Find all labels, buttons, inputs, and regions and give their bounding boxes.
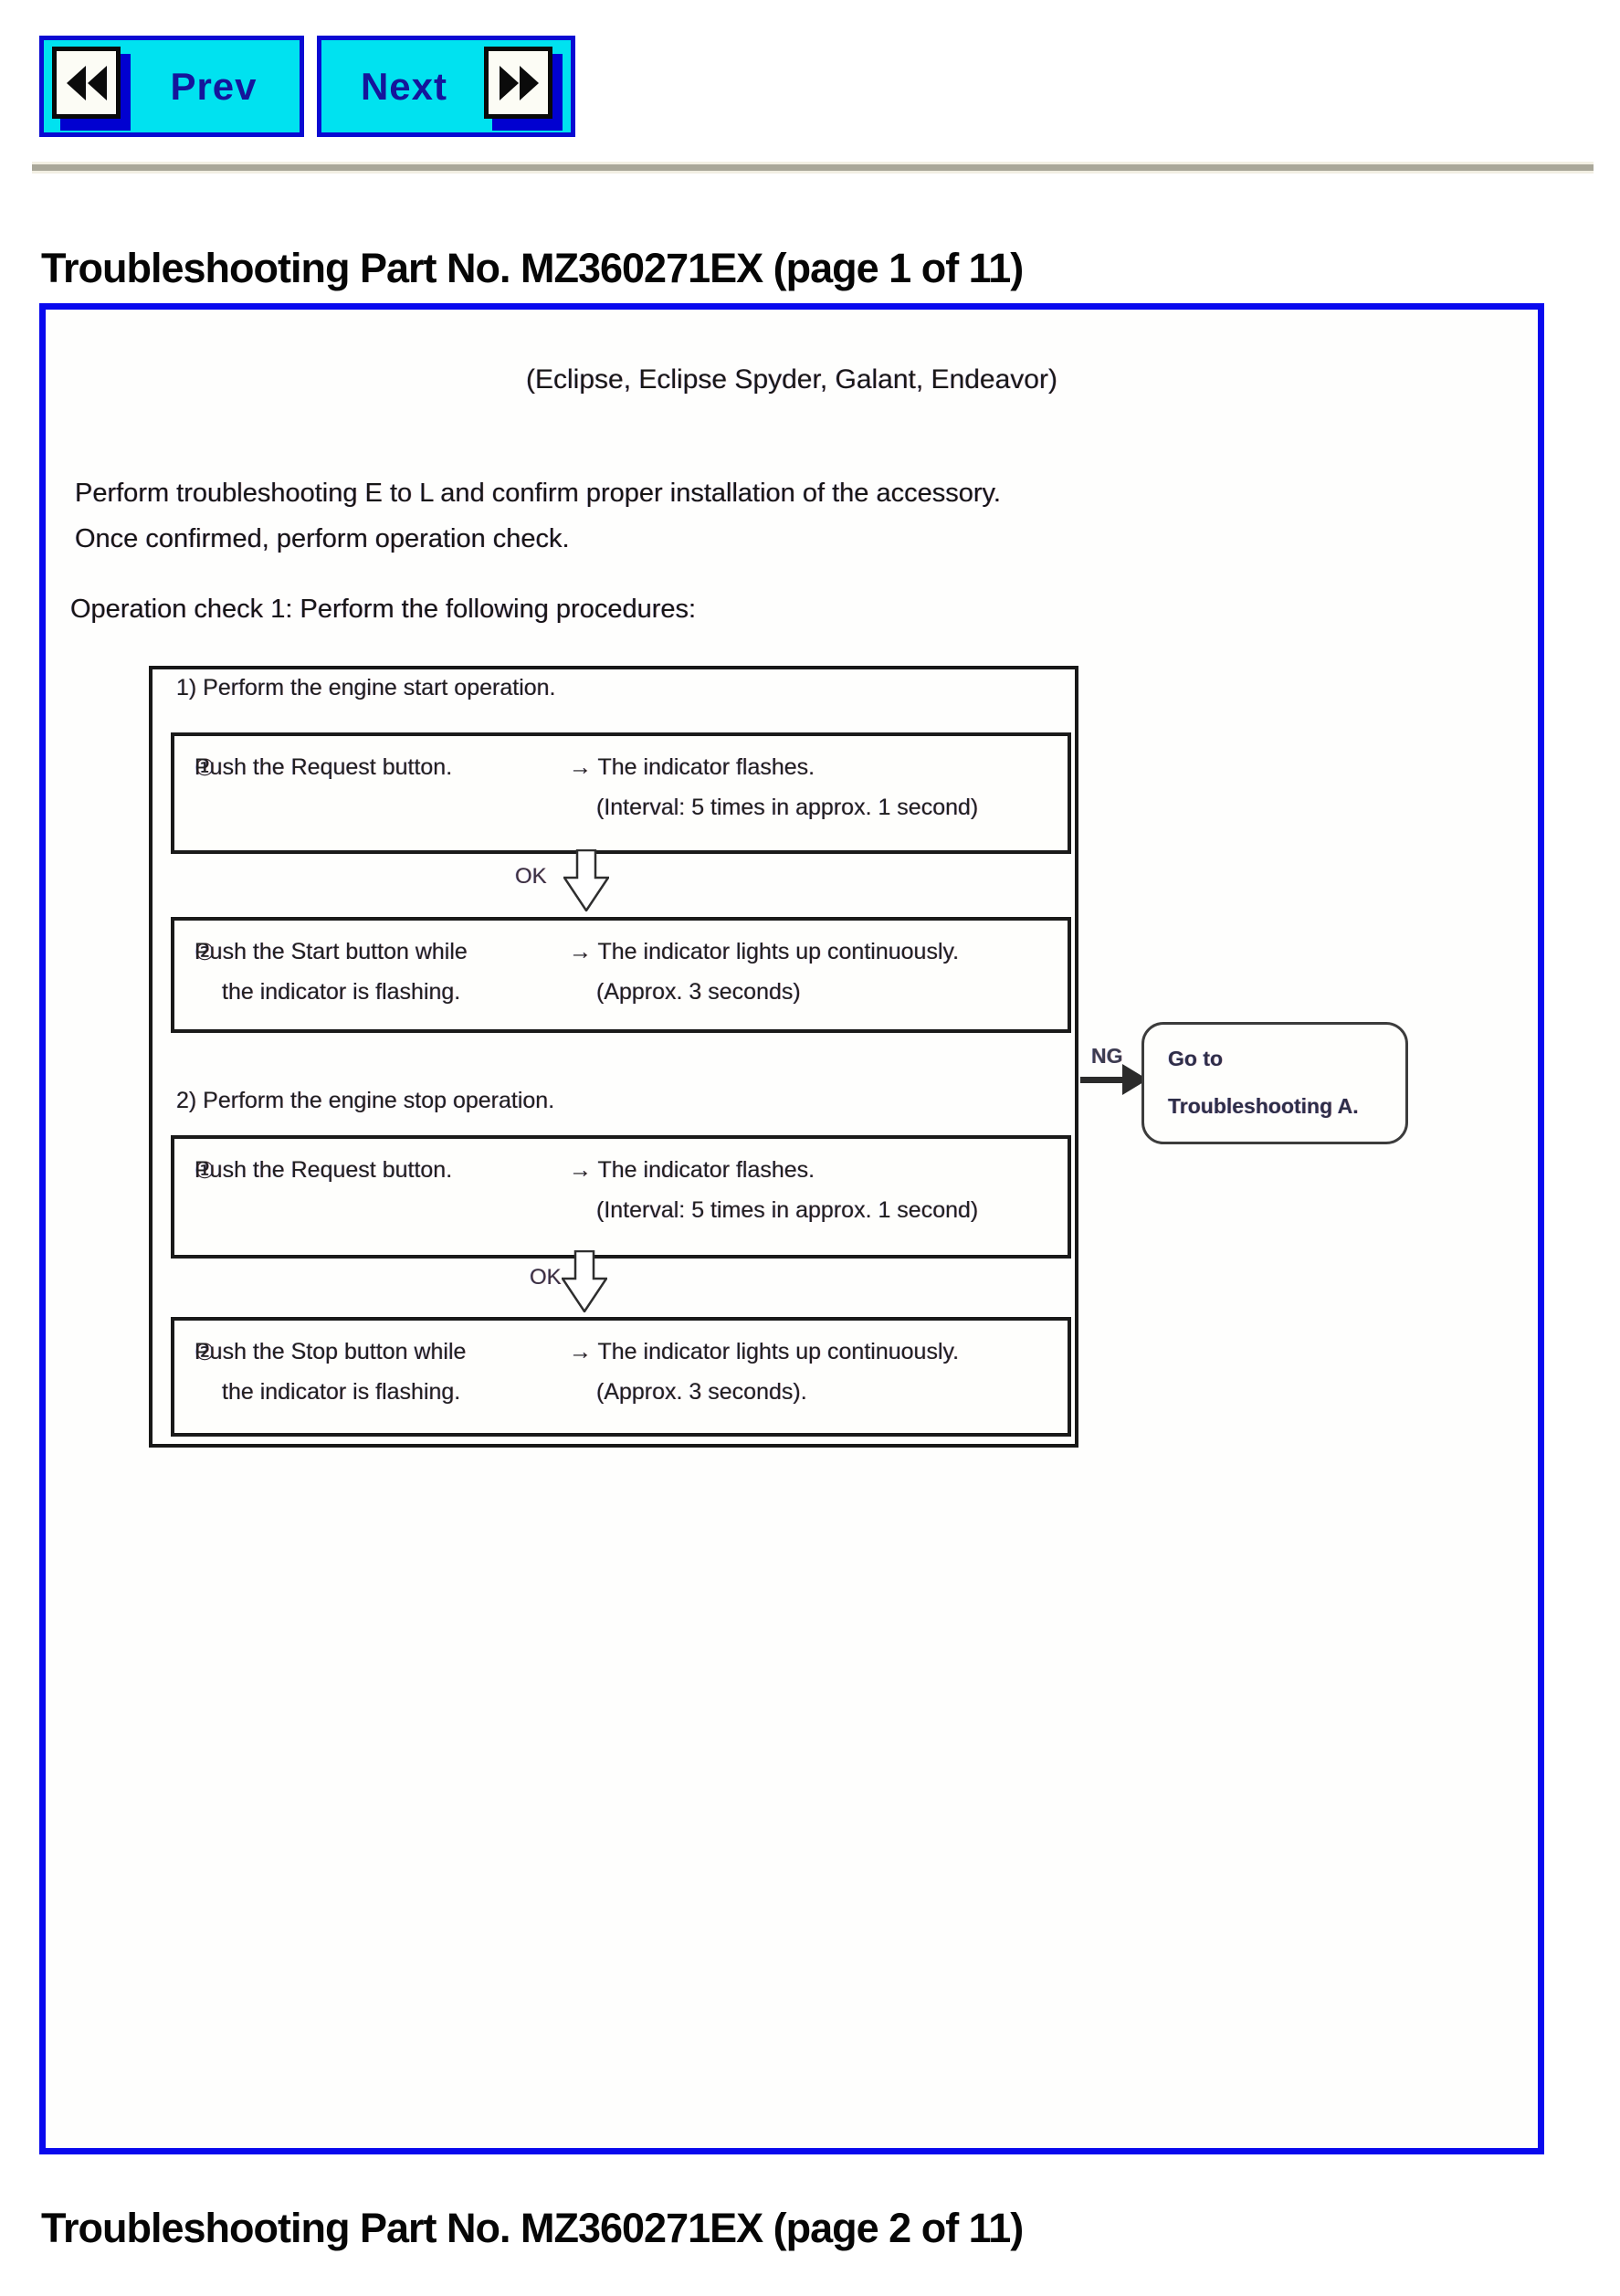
step-box-4: ② Push the Stop button while the indicat… [171, 1317, 1071, 1437]
ok-down-arrow-icon-2 [562, 1250, 607, 1312]
operation-check-heading: Operation check 1: Perform the following… [70, 595, 697, 624]
ng-label: NG [1091, 1044, 1123, 1068]
step-box-3: ① Push the Request button. → The indicat… [171, 1135, 1071, 1259]
step2-action-line2: the indicator is flashing. [222, 979, 461, 1005]
page1-panel: (Eclipse, Eclipse Spyder, Galant, Endeav… [39, 303, 1544, 2154]
step4-action-text: Push the Stop button while [195, 1339, 467, 1364]
step2-result-line1: → The indicator lights up continuously. [569, 939, 960, 964]
ok-label-1: OK [515, 864, 547, 889]
step1-action-text: Push the Request button. [195, 754, 453, 780]
vehicle-models-subtitle: (Eclipse, Eclipse Spyder, Galant, Endeav… [526, 364, 1057, 395]
rewind-icon-plate [52, 47, 121, 119]
step3-number: ① [195, 1158, 216, 1184]
next-button[interactable]: Next [317, 36, 575, 137]
next-button-label: Next [360, 65, 448, 108]
step4-result-line1: → The indicator lights up continuously. [569, 1339, 960, 1364]
step3-result-line2: (Interval: 5 times in approx. 1 second) [596, 1197, 979, 1223]
intro-line-2: Once confirmed, perform operation check. [75, 524, 570, 553]
step2-action-text: Push the Start button while [195, 939, 468, 964]
step3-action-text: Push the Request button. [195, 1157, 453, 1183]
fast-forward-icon-plate [484, 47, 552, 119]
intro-line-1: Perform troubleshooting E to L and confi… [75, 479, 1001, 508]
step-box-2: ② Push the Start button while the indica… [171, 917, 1071, 1033]
step2-number: ② [195, 940, 216, 965]
rewind-icon [52, 47, 131, 131]
ng-arrow-shaft [1080, 1077, 1124, 1083]
flowchart-section1-heading: 1) Perform the engine start operation. [176, 675, 556, 700]
step4-result-line2: (Approx. 3 seconds). [596, 1379, 807, 1405]
prev-button-label: Prev [170, 65, 258, 108]
fast-forward-icon [484, 47, 563, 131]
flowchart-section2-heading: 2) Perform the engine stop operation. [176, 1088, 555, 1113]
flowchart-outer-box [149, 666, 1078, 1448]
step2-result-line2: (Approx. 3 seconds) [596, 979, 801, 1005]
step4-number: ② [195, 1340, 216, 1365]
step3-result-line1: → The indicator flashes. [569, 1157, 815, 1183]
intro-paragraph: Perform troubleshooting E to L and confi… [75, 470, 1001, 562]
step-box-1: ① Push the Request button. → The indicat… [171, 732, 1071, 854]
ng-target-line2: Troubleshooting A. [1168, 1094, 1359, 1118]
ok-label-2: OK [530, 1265, 562, 1290]
page2-title: Troubleshooting Part No. MZ360271EX (pag… [41, 2205, 1024, 2251]
horizontal-divider-bar [32, 164, 1594, 171]
step4-action-line2: the indicator is flashing. [222, 1379, 461, 1405]
prev-button[interactable]: Prev [39, 36, 304, 137]
step1-result-line1: → The indicator flashes. [569, 754, 815, 780]
horizontal-divider [32, 162, 1594, 174]
step1-number: ① [195, 755, 216, 781]
ok-down-arrow-icon-1 [563, 849, 609, 911]
step1-result-line2: (Interval: 5 times in approx. 1 second) [596, 795, 979, 820]
ng-target-box: Go to Troubleshooting A. [1141, 1022, 1408, 1144]
ng-target-line1: Go to [1168, 1047, 1224, 1070]
page1-title: Troubleshooting Part No. MZ360271EX (pag… [41, 245, 1024, 291]
